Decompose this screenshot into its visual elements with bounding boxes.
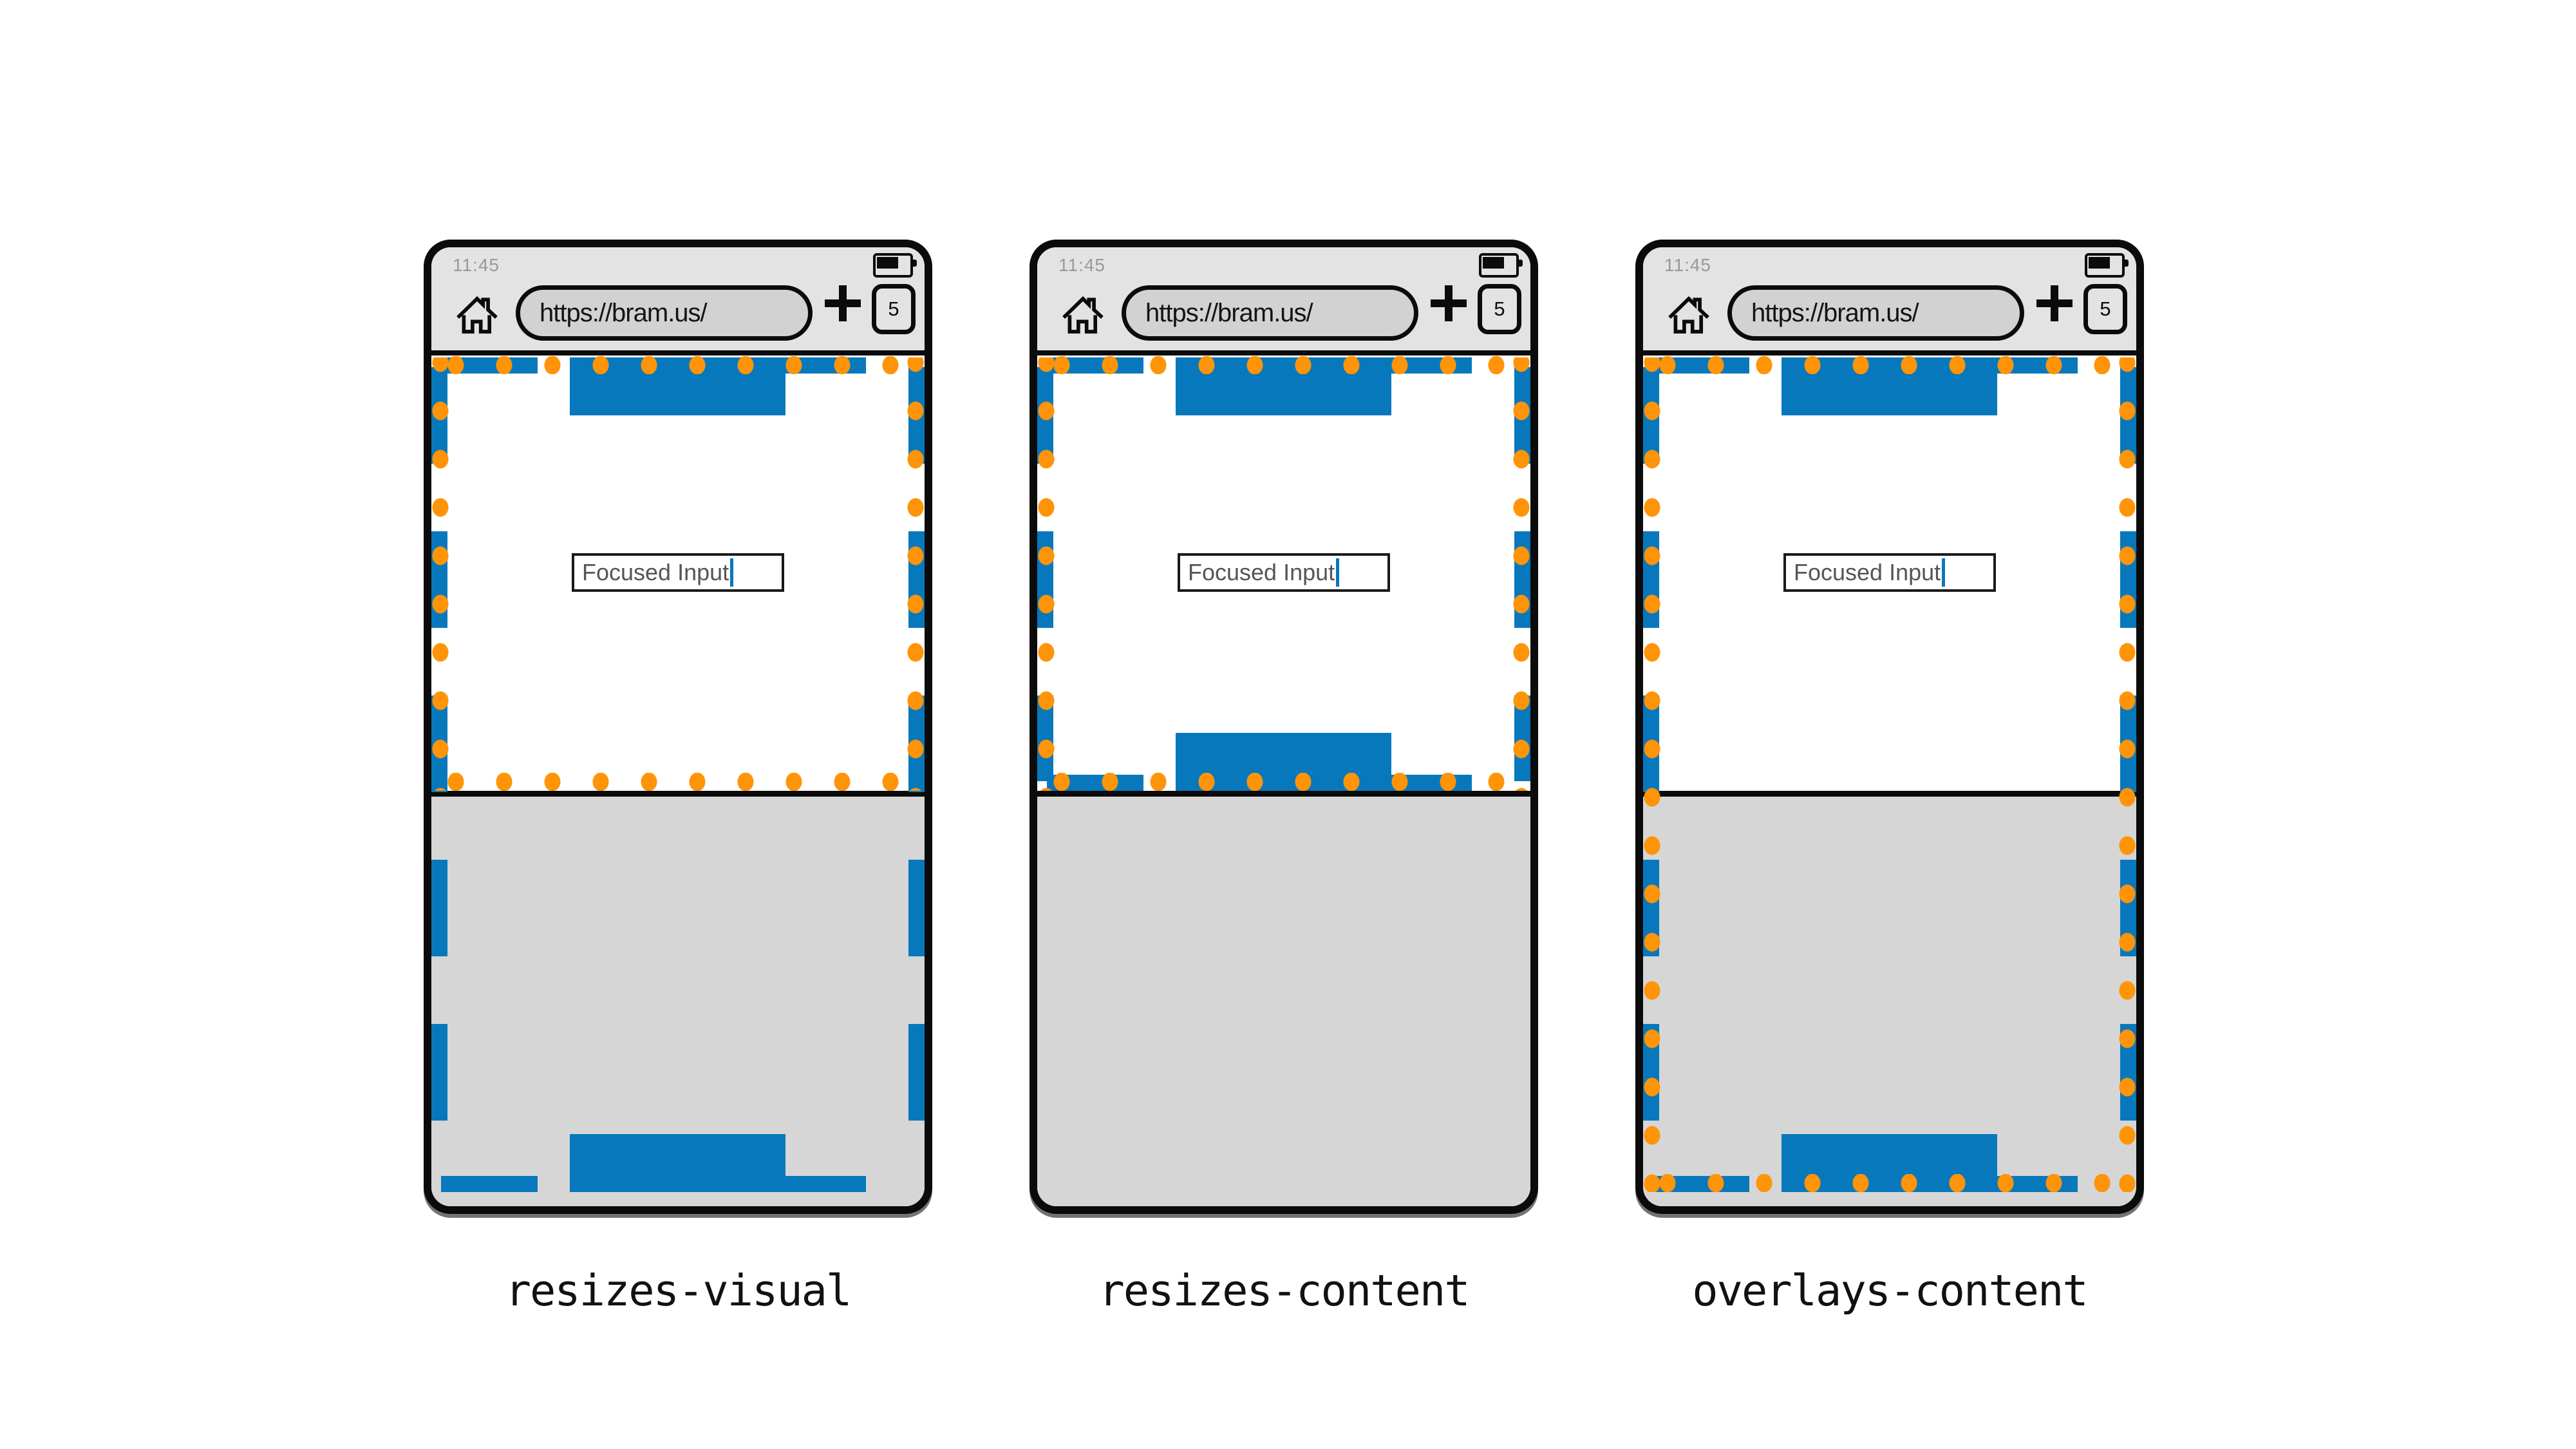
text-cursor — [1942, 558, 1946, 587]
url-text: https://bram.us/ — [1751, 298, 1919, 327]
tab-count: 5 — [888, 298, 899, 320]
browser-chrome: 11:45 https://bram.us/ — [1643, 247, 2136, 350]
visual-viewport-dots-bottom — [1037, 773, 1530, 791]
mode-label: resizes-content — [1098, 1265, 1470, 1316]
focused-input[interactable]: Focused Input — [572, 553, 784, 592]
battery-level — [2089, 257, 2110, 269]
visual-viewport — [1037, 356, 1530, 791]
visual-viewport-dots-left — [431, 357, 449, 791]
plus-icon — [839, 285, 847, 321]
input-value: Focused Input — [582, 559, 729, 585]
battery-icon — [2085, 253, 2129, 278]
tab-counter-button[interactable]: 5 — [1478, 284, 1521, 334]
home-button[interactable] — [1060, 294, 1106, 335]
visual-viewport-dots-top — [1037, 356, 1530, 374]
chrome-separator — [431, 350, 925, 355]
visual-viewport — [431, 356, 925, 791]
browser-chrome: 11:45 https://bram.us/ — [431, 247, 925, 350]
home-icon — [1062, 296, 1104, 334]
new-tab-button[interactable] — [824, 285, 861, 322]
visual-viewport-dots-right — [907, 357, 925, 791]
input-value: Focused Input — [1188, 559, 1335, 585]
visual-viewport-dots-left — [1643, 357, 1661, 1192]
phone-mockup: 11:45 https://bram.us/ — [424, 240, 932, 1367]
plus-icon — [1445, 285, 1453, 321]
visual-viewport-dots-right — [2118, 357, 2136, 1192]
tab-count: 5 — [1494, 298, 1505, 320]
plus-icon — [2051, 285, 2058, 321]
home-button[interactable] — [1666, 294, 1712, 335]
new-tab-button[interactable] — [1430, 285, 1467, 322]
url-text: https://bram.us/ — [1145, 298, 1313, 327]
visual-viewport-dots-bottom — [431, 773, 925, 791]
url-bar[interactable]: https://bram.us/ — [1727, 285, 2024, 341]
battery-level — [877, 257, 898, 269]
visual-viewport-dots-top — [1643, 356, 2136, 374]
page-footer-block — [570, 1134, 785, 1192]
visual-viewport — [1643, 356, 2136, 1192]
page-content: Focused Input — [431, 355, 925, 1206]
visual-viewport-dots-bottom — [1643, 1174, 2136, 1192]
home-button[interactable] — [454, 294, 500, 335]
tab-count: 5 — [2100, 298, 2111, 320]
battery-icon — [1479, 253, 1523, 278]
battery-level — [1483, 257, 1504, 269]
status-time: 11:45 — [453, 255, 500, 275]
battery-nub — [1519, 260, 1523, 267]
phone-mockup: 11:45 https://bram.us/ — [1029, 240, 1538, 1367]
home-icon — [456, 296, 498, 334]
phone-frame: 11:45 https://bram.us/ — [1635, 240, 2144, 1214]
home-icon — [1668, 296, 1709, 334]
visual-viewport-dots-right — [1512, 357, 1530, 791]
status-time: 11:45 — [1664, 255, 1711, 275]
tab-counter-button[interactable]: 5 — [2083, 284, 2127, 334]
page-content: Focused Input — [1037, 355, 1530, 1206]
status-time: 11:45 — [1058, 255, 1105, 275]
input-value: Focused Input — [1794, 559, 1941, 585]
new-tab-button[interactable] — [2036, 285, 2073, 322]
text-cursor — [1336, 558, 1340, 587]
visual-viewport-dots-left — [1037, 357, 1055, 791]
phone-frame: 11:45 https://bram.us/ — [424, 240, 932, 1214]
visual-viewport-dots-top — [431, 356, 925, 374]
browser-chrome: 11:45 https://bram.us/ — [1037, 247, 1530, 350]
text-cursor — [730, 558, 734, 587]
url-bar[interactable]: https://bram.us/ — [1122, 285, 1418, 341]
mode-label: resizes-visual — [505, 1265, 852, 1316]
battery-nub — [2125, 260, 2129, 267]
focused-input[interactable]: Focused Input — [1178, 553, 1390, 592]
tab-counter-button[interactable]: 5 — [872, 284, 916, 334]
battery-nub — [913, 260, 917, 267]
url-bar[interactable]: https://bram.us/ — [516, 285, 813, 341]
chrome-separator — [1037, 350, 1530, 355]
battery-icon — [873, 253, 917, 278]
chrome-separator — [1643, 350, 2136, 355]
phone-mockup: 11:45 https://bram.us/ — [1635, 240, 2144, 1367]
virtual-keyboard[interactable] — [1037, 791, 1530, 1206]
page-content: Focused Input — [1643, 355, 2136, 1206]
mode-label: overlays-content — [1692, 1265, 2088, 1316]
url-text: https://bram.us/ — [540, 298, 708, 327]
focused-input[interactable]: Focused Input — [1783, 553, 1996, 592]
phone-frame: 11:45 https://bram.us/ — [1029, 240, 1538, 1214]
